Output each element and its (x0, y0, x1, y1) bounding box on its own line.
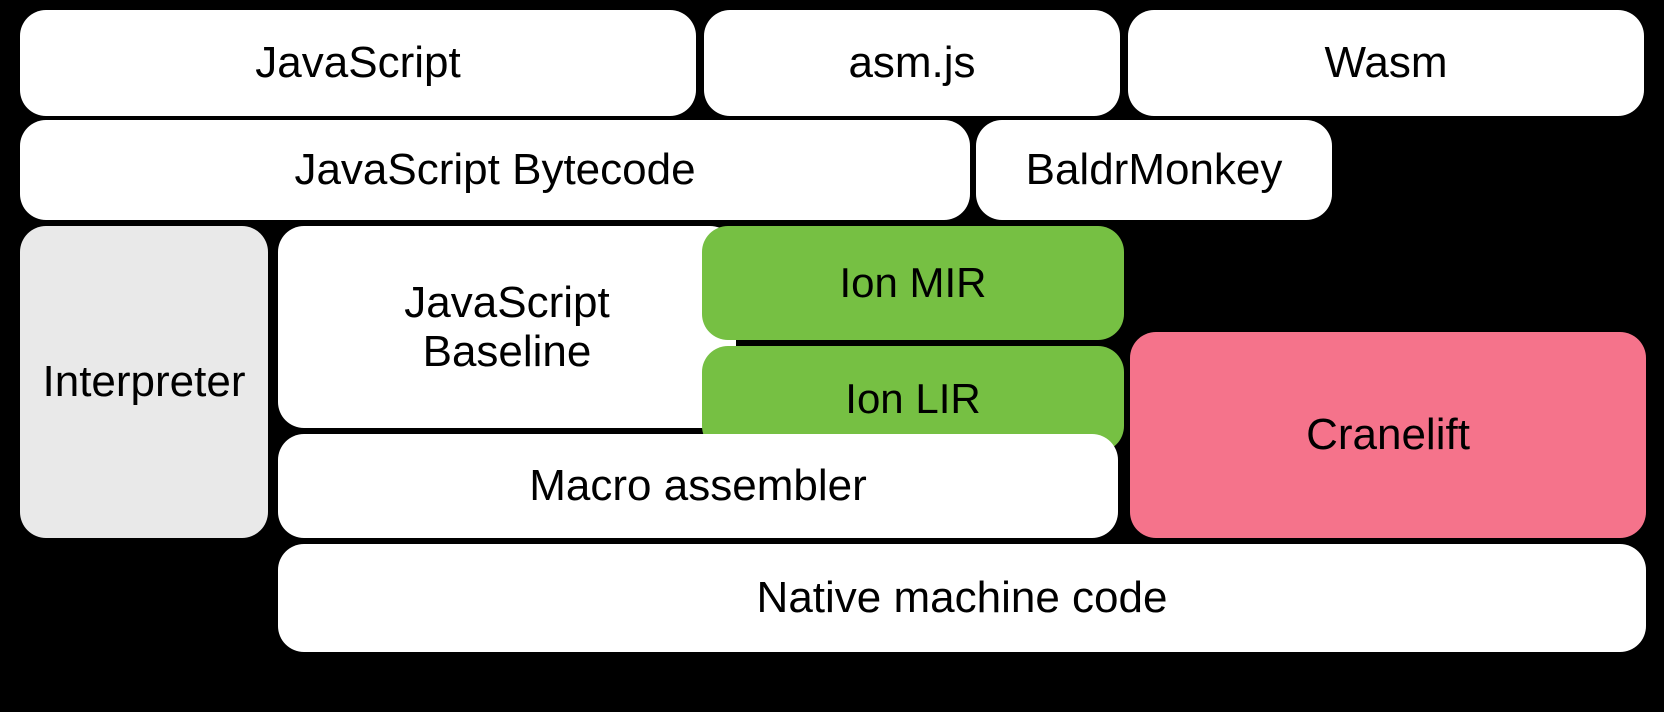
node-javascript-bytecode[interactable]: JavaScript Bytecode (20, 120, 970, 220)
node-interpreter[interactable]: Interpreter (20, 226, 268, 538)
node-asmjs[interactable]: asm.js (704, 10, 1120, 116)
node-native-machine-code[interactable]: Native machine code (278, 544, 1646, 652)
node-ion-mir[interactable]: Ion MIR (702, 226, 1124, 340)
node-javascript-baseline[interactable]: JavaScript Baseline (278, 226, 736, 428)
node-cranelift[interactable]: Cranelift (1130, 332, 1646, 538)
node-macro-assembler[interactable]: Macro assembler (278, 434, 1118, 538)
node-javascript[interactable]: JavaScript (20, 10, 696, 116)
node-wasm[interactable]: Wasm (1128, 10, 1644, 116)
node-baldrmonkey[interactable]: BaldrMonkey (976, 120, 1332, 220)
